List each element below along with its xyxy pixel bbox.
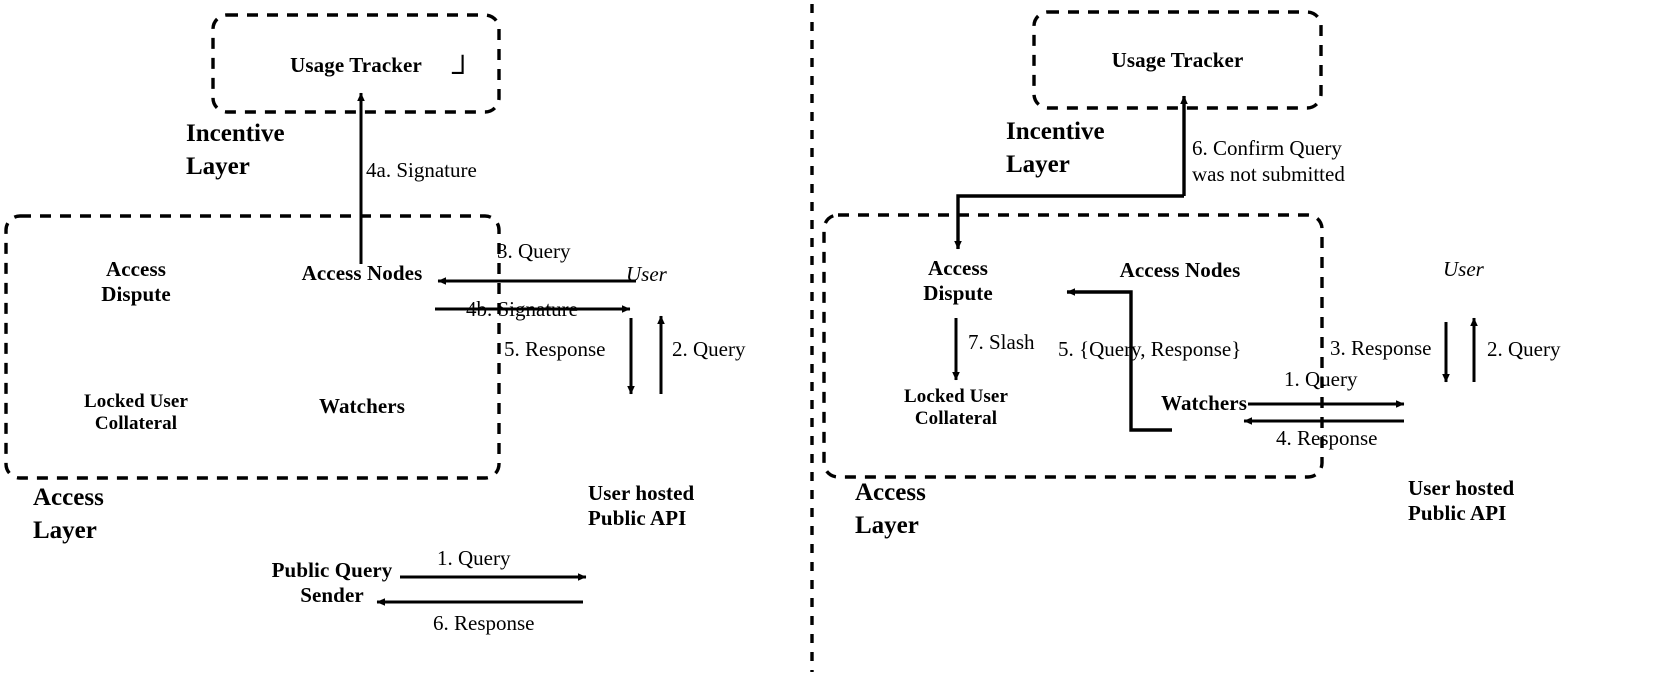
left-watchers-node: Watchers [319, 394, 405, 418]
left-user-hosted-api-label: User hosted Public API [588, 481, 738, 531]
left-step-6-label: 6. Response [433, 611, 535, 635]
right-access-layer-caption: Access Layer [855, 476, 926, 542]
left-locked-collateral-line2: Collateral [94, 413, 178, 435]
left-access-dispute-node: Access Dispute [66, 257, 206, 307]
right-watchers-node: Watchers [1161, 391, 1247, 415]
left-step-5-label: 5. Response [504, 337, 606, 361]
right-step-6-label: 6. Confirm Query was not submitted [1192, 135, 1345, 187]
left-step-1-label: 1. Query [437, 546, 511, 570]
left-access-dispute-line2: Dispute [101, 281, 171, 306]
left-public-query-sender-line1: Public Query [271, 558, 393, 582]
left-step-3-label: 3. Query [497, 239, 571, 263]
left-user-label: User [626, 262, 667, 286]
right-access-dispute-line2: Dispute [923, 280, 993, 305]
left-user-hosted-api-line1: User hosted [588, 481, 695, 505]
left-access-layer-caption-line1: Access [33, 484, 104, 511]
left-incentive-layer-caption: Incentive Layer [186, 117, 285, 183]
right-step-7-label: 7. Slash [968, 330, 1035, 354]
right-step-1-label: 1. Query [1284, 367, 1358, 391]
left-user-hosted-api-line2: Public API [588, 505, 687, 530]
left-public-query-sender-node: Public Query Sender [262, 558, 402, 608]
right-step-3-label: 3. Response [1330, 336, 1432, 360]
left-public-query-sender-line2: Sender [300, 582, 364, 607]
left-step-4a-label: 4a. Signature [366, 158, 477, 182]
right-access-dispute-node: Access Dispute [888, 256, 1028, 306]
right-locked-collateral-node: Locked User Collateral [884, 386, 1028, 431]
left-access-layer-caption: Access Layer [33, 481, 104, 547]
left-usage-tracker-label: Usage Tracker [290, 53, 422, 77]
right-user-hosted-api-label: User hosted Public API [1408, 476, 1558, 526]
right-access-layer-caption-line2: Layer [855, 512, 919, 539]
right-arrow-6-confirm-query-elbow [954, 194, 1184, 250]
right-user-hosted-api-line2: Public API [1408, 500, 1507, 525]
right-incentive-layer-caption: Incentive Layer [1006, 115, 1105, 181]
right-access-layer-caption-line1: Access [855, 479, 926, 506]
right-step-2-label: 2. Query [1487, 337, 1561, 361]
right-locked-collateral-line1: Locked User [903, 386, 1008, 407]
left-locked-collateral-line1: Locked User [83, 391, 188, 412]
left-bracket-artifact-icon: ┘ [452, 56, 474, 89]
left-access-layer-caption-line2: Layer [33, 517, 97, 544]
left-incentive-layer-caption-line2: Layer [186, 153, 250, 180]
right-locked-collateral-line2: Collateral [914, 408, 998, 430]
left-step-4b-label: 4b. Signature [466, 297, 578, 321]
right-incentive-layer-caption-line2: Layer [1006, 151, 1070, 178]
right-step-6-line2: was not submitted [1192, 162, 1345, 187]
left-access-nodes-node: Access Nodes [301, 261, 423, 285]
right-step-5-label: 5. {Query, Response} [1058, 337, 1242, 361]
left-access-layer-box [4, 214, 501, 480]
right-access-nodes-node: Access Nodes [1119, 258, 1241, 282]
right-access-dispute-line1: Access [927, 256, 989, 280]
right-step-4-label: 4. Response [1276, 426, 1378, 450]
right-incentive-layer-caption-line1: Incentive [1006, 118, 1105, 145]
left-incentive-layer-caption-line1: Incentive [186, 120, 285, 147]
right-step-6-line1: 6. Confirm Query [1192, 136, 1342, 160]
right-user-hosted-api-line1: User hosted [1408, 476, 1515, 500]
left-access-dispute-line1: Access [105, 257, 167, 281]
right-user-label: User [1443, 257, 1484, 281]
right-usage-tracker-label: Usage Tracker [1111, 48, 1244, 72]
left-locked-collateral-node: Locked User Collateral [64, 391, 208, 436]
left-step-2-label: 2. Query [672, 337, 746, 361]
